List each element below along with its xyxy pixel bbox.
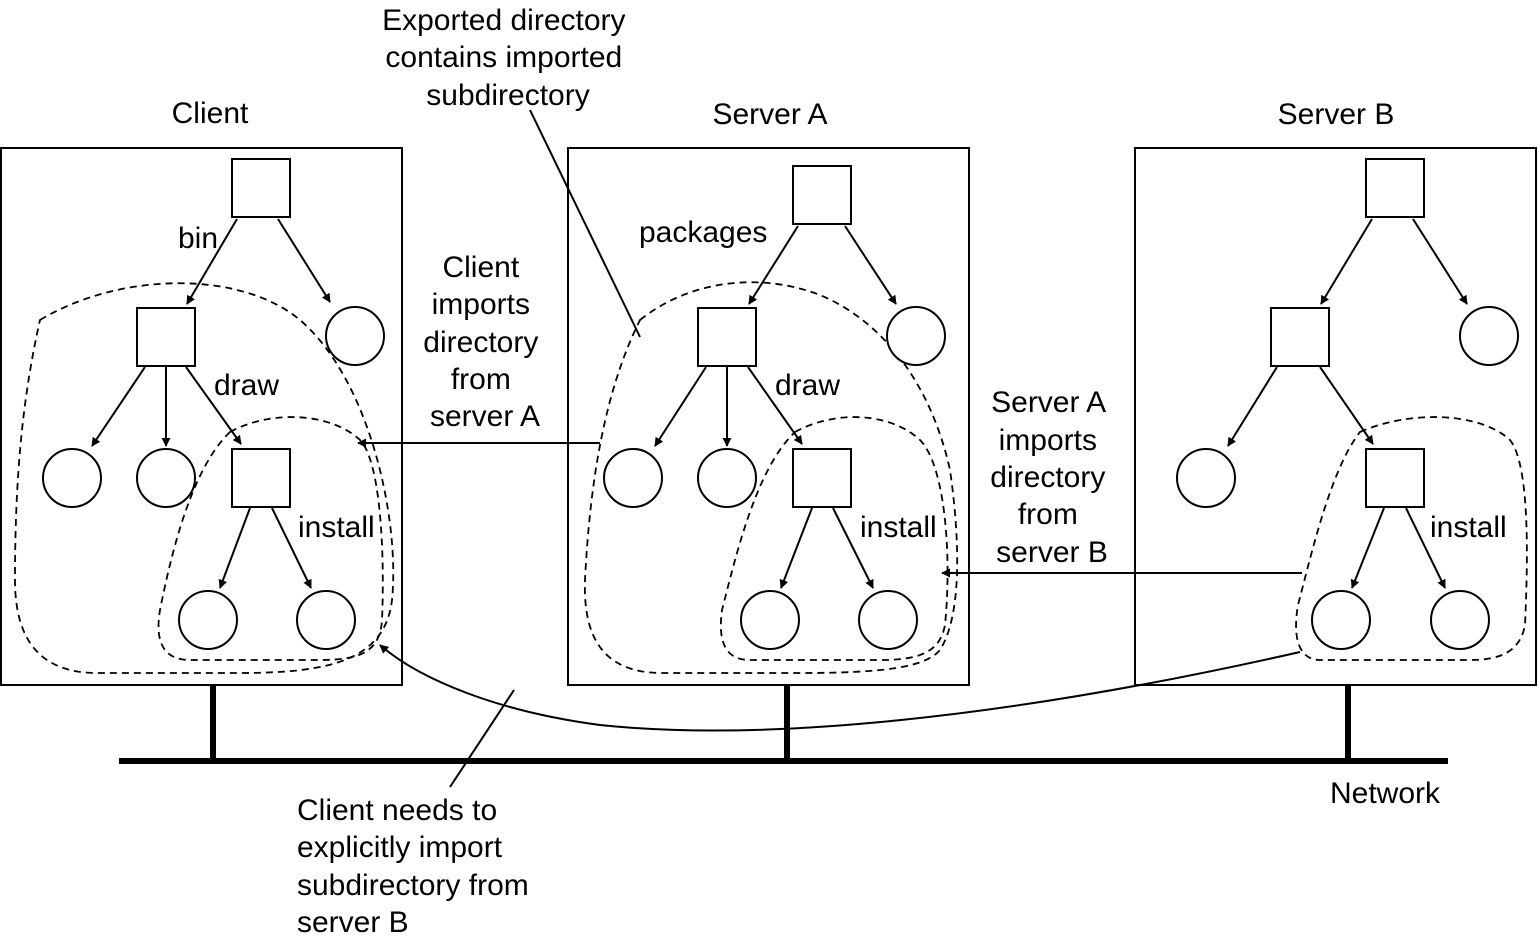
client-install-label: install [298,511,375,544]
client-bin-label: bin [178,222,218,255]
exported-directory-note: Exported directory contains imported sub… [382,4,634,112]
server-a-packages-dir [697,307,757,367]
client-file [136,448,196,508]
exported-leader-line [529,109,641,338]
server-b-install-label: install [1430,511,1507,544]
server-b-file [1459,306,1519,366]
client-imports-note: Client imports directory from server A [423,251,546,433]
server-b-draw-dir [1365,448,1425,508]
server-b-root-dir [1365,158,1425,218]
client-draw-dir [231,448,291,508]
server-b-edge [1350,507,1385,589]
client-edge [185,366,242,445]
server-a-edge [654,366,707,447]
server-a-edge [747,366,803,445]
client-edge [277,218,331,303]
client-root-dir [231,158,291,218]
server-a-packages-label: packages [639,216,767,249]
client-explicit-import-arrow [379,644,1301,732]
server-a-install-region [720,416,949,661]
server-a-file [740,590,800,650]
server-a-root-dir [792,165,852,225]
server-a-title: Server A [712,98,827,131]
client-edge [218,507,251,589]
server-b-edge [1319,366,1374,445]
server-a-edge [748,225,799,305]
server-b-dir [1270,307,1330,367]
server-a-draw-label: draw [775,369,840,402]
client-needs-note: Client needs to explicitly import subdir… [297,794,537,939]
server-b-file [1311,590,1371,650]
server-a-edge [779,507,813,589]
server-b-file [1176,448,1236,508]
server-b-file [1430,590,1490,650]
client-draw-label: draw [214,369,279,402]
server-a-file [886,306,946,366]
client-title: Client [172,97,249,130]
server-b-title: Server B [1278,98,1395,131]
server-a-imports-note: Server A imports directory from server B [990,386,1113,569]
server-a-install-label: install [860,511,937,544]
server-a-tree: packages draw install [584,165,959,674]
network-label: Network [1330,777,1441,810]
client-imported-region [14,282,395,674]
server-a-edge [844,225,897,305]
client-edge [186,218,238,305]
server-b-edge [1227,366,1278,447]
server-a-draw-dir [792,448,852,508]
client-install-region [157,416,384,661]
client-file [296,590,356,650]
server-b-edge [1405,507,1446,589]
client-file [178,590,238,650]
client-edge [91,366,146,447]
client-edge [271,507,312,589]
server-b-exported-region [1295,416,1528,661]
server-a-file [603,448,663,508]
client-needs-leader-line [449,689,515,788]
server-b-tree: install [1176,158,1528,661]
client-tree: bin draw install [14,158,395,674]
server-b-edge [1320,218,1373,305]
client-file [42,448,102,508]
server-a-edge [832,507,874,589]
client-file [325,306,385,366]
server-a-file [858,590,918,650]
server-a-file [697,448,757,508]
server-b-edge [1412,218,1468,305]
network: Network [119,685,1448,810]
client-bin-dir [136,307,196,367]
